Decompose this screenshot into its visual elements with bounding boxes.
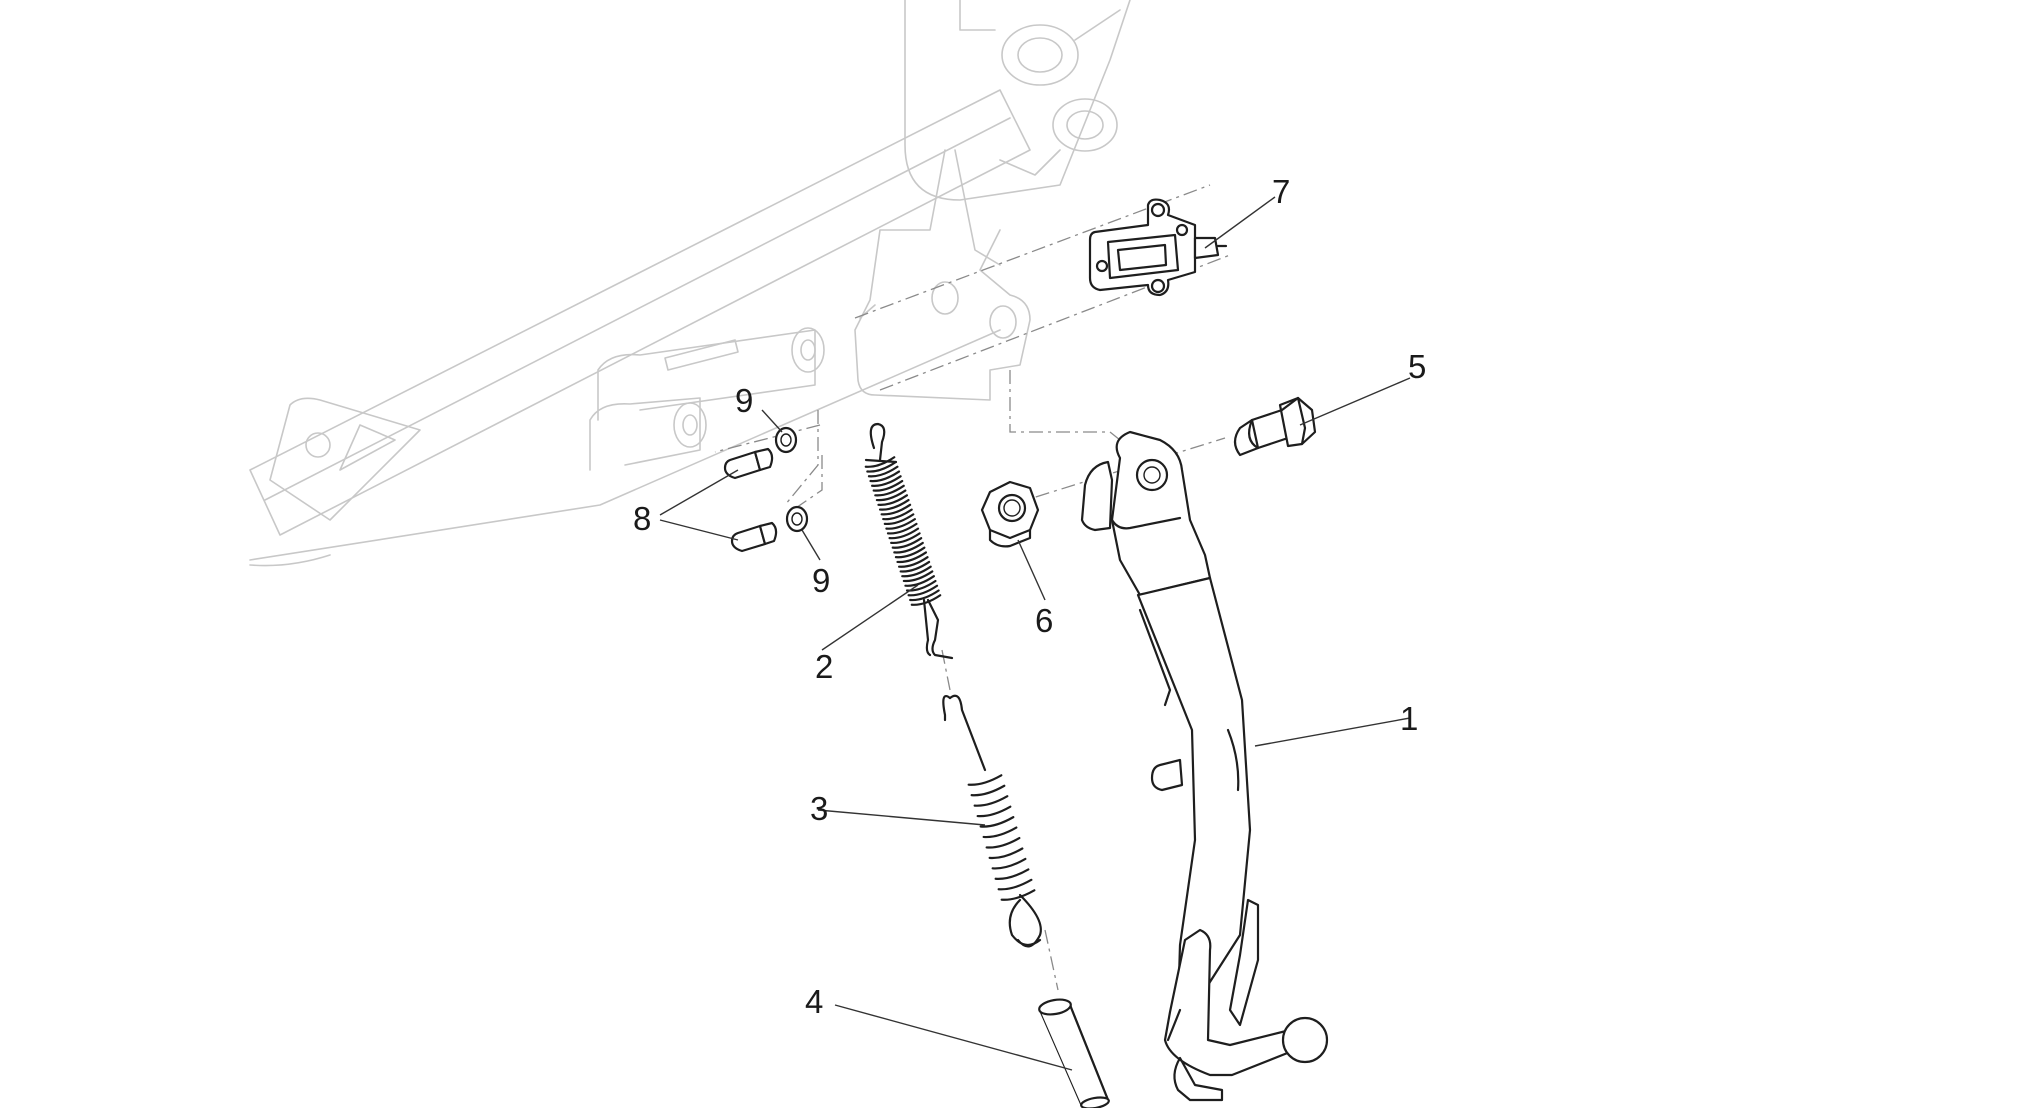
spring-coil — [970, 784, 1006, 797]
spring-coil — [874, 484, 905, 497]
spring-coil — [882, 508, 913, 521]
part-9-washers — [774, 426, 809, 533]
callout-8: 8 — [633, 500, 651, 537]
spring-coil — [878, 498, 910, 511]
spring-coil — [902, 570, 934, 583]
spring-coil — [864, 456, 896, 468]
callout-9-upper: 9 — [735, 382, 753, 419]
spring-coil — [897, 556, 929, 568]
spring-coil — [883, 513, 915, 526]
spring-coil — [909, 589, 940, 602]
spring-coil — [891, 537, 923, 549]
spring-coil — [899, 560, 931, 573]
callout-5: 5 — [1408, 348, 1426, 385]
spring-coil — [890, 532, 921, 545]
spring-coil — [994, 868, 1030, 880]
callout-3: 3 — [810, 790, 828, 827]
spring-coil — [872, 479, 904, 492]
spring-coil — [888, 527, 920, 540]
spring-coil — [967, 774, 1003, 786]
spring-coil — [973, 795, 1009, 807]
part-5-bolt — [1233, 396, 1317, 457]
spring-coil — [871, 475, 902, 487]
callout-labels: 1 2 3 4 5 6 7 8 9 9 — [633, 173, 1426, 1020]
spring-coil — [901, 565, 932, 578]
callout-1: 1 — [1400, 700, 1418, 737]
callout-6: 6 — [1035, 602, 1053, 639]
spring-coil — [880, 503, 912, 516]
spring-coil — [867, 465, 899, 478]
spring-coil — [988, 847, 1024, 860]
callout-2: 2 — [815, 648, 833, 685]
spring-coil — [997, 878, 1033, 891]
part-3-lower-spring — [942, 694, 1042, 948]
callout-4: 4 — [805, 983, 823, 1020]
spring-coil — [896, 551, 928, 564]
spring-coil — [991, 857, 1027, 870]
part-8-screws — [723, 447, 778, 553]
part-1-side-stand — [1080, 430, 1329, 1102]
spring-coil — [894, 546, 926, 559]
spring-coil — [904, 575, 935, 587]
spring-coil — [866, 460, 897, 473]
part-7-sidestand-switch — [1088, 198, 1228, 297]
spring-coil — [869, 470, 901, 483]
spring-coil — [885, 518, 916, 530]
part-6-nut — [980, 480, 1040, 548]
spring-coil — [907, 584, 939, 597]
spring-coil — [877, 494, 909, 506]
spring-coil — [886, 522, 918, 535]
leader-lines — [659, 196, 1411, 1071]
spring-coil — [893, 541, 924, 554]
callout-9-lower: 9 — [812, 562, 830, 599]
spring-coil — [982, 826, 1018, 839]
spring-coil — [875, 489, 907, 502]
callout-7: 7 — [1272, 173, 1290, 210]
spring-coil — [985, 836, 1021, 849]
spring-coil — [976, 805, 1012, 818]
part-2-upper-spring — [864, 422, 954, 660]
part-4-bushing — [1038, 998, 1110, 1108]
vehicle-frame-outline — [249, 0, 1131, 567]
spring-coil — [1000, 889, 1036, 901]
spring-coil — [979, 816, 1015, 828]
